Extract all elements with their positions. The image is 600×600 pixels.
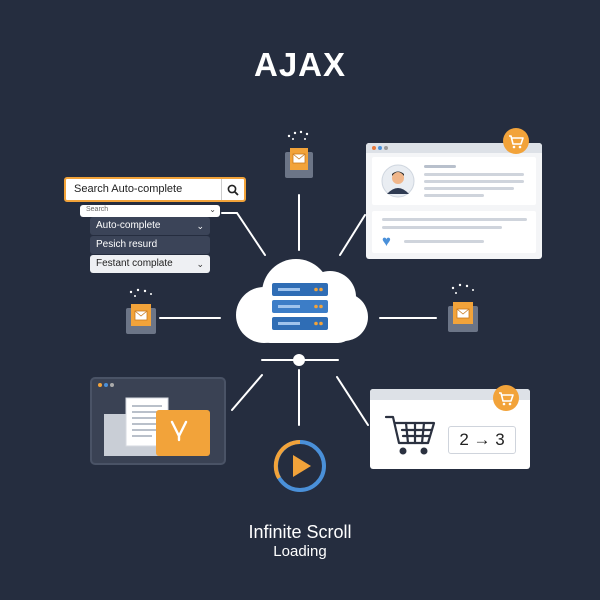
connector-profile [339,214,366,256]
mail-notification-icon [285,130,313,178]
connector-bottom-right [336,376,369,426]
dropdown-item-3[interactable]: Festant complate ⌄ [90,255,210,273]
mail-icon-right [448,283,478,332]
mini-search-field[interactable]: Search ⌄ [80,205,220,217]
chevron-down-icon: ⌄ [209,205,216,214]
bus-node [293,354,305,366]
post-card: ♥ [372,211,536,253]
window-dot-red [372,146,376,150]
mini-search-text: Search [86,206,109,213]
diagram-title: AJAX [253,46,347,83]
profile-card [372,157,536,205]
window-dot-blue [104,383,108,387]
window-dot-orange [98,383,102,387]
cloud-server-icon [236,259,368,343]
chevron-down-icon: ⌄ [196,221,204,231]
window-dot-gray [384,146,388,150]
window-dot-gray [110,383,114,387]
search-icon[interactable] [221,179,244,200]
caption-infinite-scroll: Infinite Scroll [248,522,352,542]
avatar [381,164,415,198]
connector-search [221,212,266,256]
connector-bottom-left [231,374,263,411]
page-change-indicator[interactable]: 2 → 3 [448,426,516,454]
search-autocomplete-text: Search Auto-complete [74,183,183,195]
cart-badge-icon[interactable] [502,127,530,155]
window-titlebar [366,143,542,153]
play-loading-icon[interactable] [271,437,329,495]
profile-feed-window: ♥ [366,143,542,259]
dropdown-item-2[interactable]: Pesich resurd [90,236,210,254]
cart-badge-icon[interactable] [492,384,520,412]
window-dot-blue [378,146,382,150]
mail-icon-left [126,288,156,334]
search-autocomplete-field[interactable]: Search Auto-complete [64,177,246,202]
caption-loading: Loading [273,543,327,560]
shopping-cart-icon[interactable] [384,413,438,457]
chevron-down-icon: ⌄ [196,259,204,269]
window-titlebar [370,389,530,400]
dropdown-item-1[interactable]: Auto-complete ⌄ [90,217,210,235]
document-folder-icon [104,397,210,456]
heart-icon[interactable]: ♥ [382,233,391,250]
